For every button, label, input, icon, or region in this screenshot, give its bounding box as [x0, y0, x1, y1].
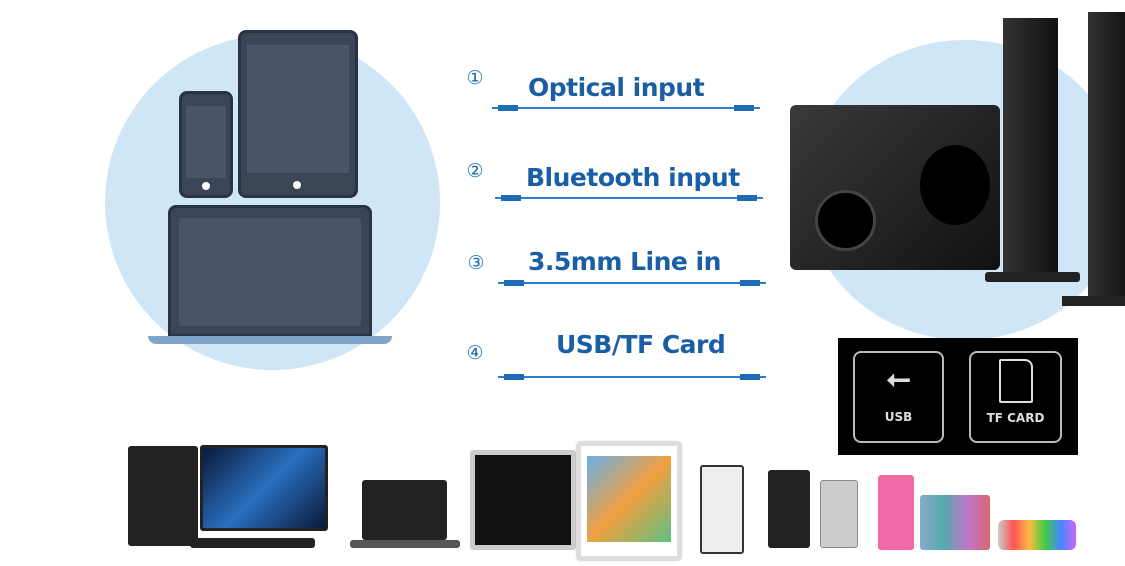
input-number: ①	[466, 67, 484, 89]
input-number: ②	[466, 160, 484, 182]
input-label-line-in: 3.5mm Line in	[528, 247, 721, 276]
subwoofer-illustration	[790, 105, 1000, 270]
laptop-illustration	[168, 205, 372, 337]
soundbar-stand	[985, 272, 1080, 282]
input-number: ③	[467, 252, 485, 274]
laptop-base-image	[350, 540, 460, 548]
phone-illustration	[179, 91, 233, 198]
soundbar-illustration-right	[1088, 12, 1125, 302]
ports-panel: ⭠ USB TF CARD	[838, 338, 1078, 455]
radio-image	[820, 480, 858, 548]
input-label-bluetooth: Bluetooth input	[526, 163, 740, 192]
mp3-players-image	[920, 495, 990, 550]
usb-port: ⭠ USB	[853, 351, 944, 443]
tablet-illustration	[238, 30, 358, 198]
mp4-player-image	[878, 475, 914, 550]
sd-card-icon	[998, 359, 1033, 403]
laptop-base	[148, 336, 392, 344]
usb-icon: ⭠	[886, 361, 911, 396]
soundbar-stand	[1062, 296, 1125, 306]
cable-icon	[492, 105, 760, 111]
crt-monitor-image	[470, 450, 576, 550]
media-player-image	[768, 470, 810, 548]
laptop-image	[362, 480, 447, 540]
soundbar-illustration-left	[1003, 18, 1058, 280]
input-number: ④	[466, 342, 484, 364]
keyboard-image	[190, 538, 315, 548]
cable-icon	[498, 280, 766, 286]
input-label-usb-tf: USB/TF Card	[556, 330, 726, 359]
tf-card-port: TF CARD	[969, 351, 1062, 443]
cable-icon	[495, 195, 763, 201]
tablet-image	[577, 442, 681, 560]
cable-icon	[498, 374, 766, 380]
usb-label: USB	[884, 410, 913, 424]
input-label-optical: Optical input	[528, 73, 705, 102]
ipod-shuffle-image	[998, 520, 1076, 550]
tf-card-label: TF CARD	[986, 411, 1045, 425]
desktop-tower-image	[128, 446, 198, 546]
smartphone-image	[700, 465, 744, 554]
monitor-image	[200, 445, 328, 531]
